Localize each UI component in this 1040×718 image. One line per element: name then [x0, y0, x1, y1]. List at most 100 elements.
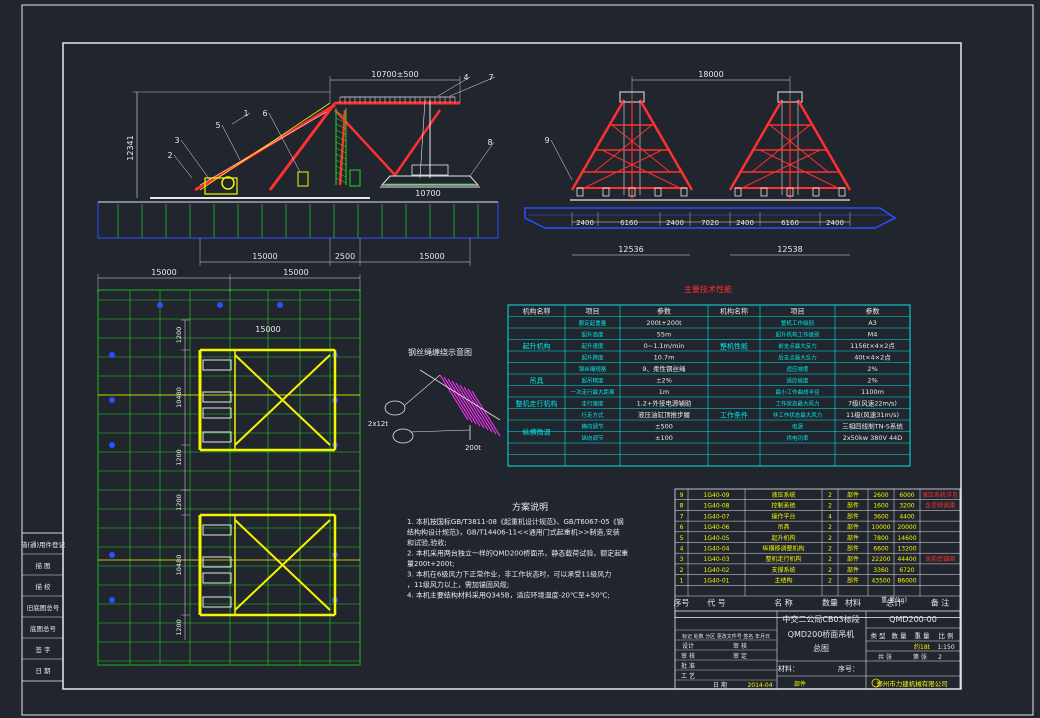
parts-header: 代 号 — [707, 598, 726, 608]
tech-item: 后支点最大反力 — [778, 354, 817, 362]
frame-trolley — [202, 407, 232, 419]
winch-title: 钢丝绳缠绕示意图 — [408, 347, 472, 357]
stamp-label: 描 图 — [35, 561, 50, 570]
parts-cell: 2 — [828, 524, 832, 531]
parts-cell: 14600 — [897, 535, 916, 542]
tower-diagonal — [769, 124, 829, 173]
tb-date-val: 2014-04 — [747, 682, 772, 689]
callout-leader — [173, 154, 193, 179]
callout-leader — [221, 124, 241, 161]
frame-trolley — [202, 556, 232, 568]
tech-value: 1156t×4×2点 — [850, 342, 895, 350]
plan-view: 15000 15000 15000 1200104801200120010480… — [97, 268, 361, 666]
tech-item: 走行速度 — [581, 400, 604, 408]
lattice-brace — [335, 159, 347, 166]
tech-header: 参数 — [657, 307, 671, 316]
stamp-label: 日 期 — [35, 667, 51, 675]
pier-marker — [109, 352, 115, 358]
tech-header: 机构名称 — [523, 307, 551, 316]
lattice-brace — [335, 111, 347, 118]
tb-sign-label: 批 准 — [681, 662, 695, 670]
lattice-brace — [335, 123, 347, 130]
tech-item: 电源 — [792, 423, 804, 431]
pier-marker — [109, 552, 115, 558]
tech-value: 液压油缸顶推步履 — [638, 410, 691, 419]
rope-strand — [455, 382, 485, 429]
scheme-notes: 方案说明 1. 本机按国标GB/T3811-08《起重机设计规范》、GB/T60… — [407, 501, 628, 600]
parts-cell: 86000 — [897, 578, 916, 585]
tech-value: ±100 — [655, 434, 673, 442]
parts-cell: 液压系统 — [771, 491, 795, 499]
dim-plan-top-right: 15000 — [283, 268, 308, 277]
tb-amount: 数 量 — [891, 631, 907, 640]
parts-cell: 部件 — [847, 566, 859, 574]
callout-leader — [469, 141, 495, 177]
dim-label: 1200 — [175, 327, 183, 344]
callout-number: 9 — [544, 136, 549, 145]
parts-cell: 2 — [828, 503, 832, 510]
dim-plan-top-left: 15000 — [151, 268, 176, 277]
parts-cell: 1G40-09 — [704, 492, 730, 499]
tower-diagonal — [759, 149, 839, 189]
tb-code: QMD200-00 — [889, 615, 937, 624]
lattice-brace — [335, 171, 347, 178]
rope-strand — [451, 380, 481, 427]
frame-x — [234, 519, 331, 611]
tb-sign-label: 工 艺 — [681, 672, 695, 680]
tech-value: 55m — [657, 331, 672, 339]
tb-part: 部件 — [794, 680, 806, 688]
pier-marker — [217, 302, 223, 308]
tech-header: 项目 — [586, 308, 600, 316]
callout-leader — [231, 112, 251, 125]
parts-cell: 6 — [680, 524, 684, 531]
parts-cell: 3600 — [873, 513, 888, 520]
tech-group: 纵横微调 — [523, 428, 551, 437]
tech-value: 9、柔性钢丝绳 — [642, 364, 686, 373]
parts-cell: 6720 — [899, 567, 914, 574]
top-railing — [339, 96, 456, 103]
parts-cell: 起升机构 — [771, 534, 795, 542]
tech-value: 7级(风速22m/s) — [848, 399, 897, 408]
lattice-brace — [335, 129, 347, 136]
tech-item: 起升高度 — [581, 331, 604, 339]
parts-header: 备 注 — [931, 598, 950, 608]
tech-item: 行走方式 — [581, 411, 604, 419]
rope-strand — [459, 384, 489, 431]
parts-weight-label: 重 量(kg) — [881, 596, 907, 604]
tech-item: 供电功率 — [786, 434, 809, 442]
parts-cell: 13200 — [897, 546, 916, 553]
lattice-brace — [335, 153, 347, 160]
tower-diagonal — [751, 124, 811, 173]
parts-cell: 6600 — [873, 546, 888, 553]
dim-span-mid: 2500 — [335, 252, 355, 261]
parts-cell: 2 — [828, 546, 832, 553]
tech-group: 吊具 — [530, 377, 544, 385]
scheme-line: 和试验,验收; — [407, 538, 447, 547]
dim-top-span: 10700±500 — [371, 70, 418, 79]
parts-cell: 1G40-05 — [704, 535, 730, 542]
tb-scale-val: 1:150 — [937, 644, 954, 651]
tb-sheets: 共 张 — [878, 653, 892, 661]
frame-trolley — [202, 391, 232, 403]
parts-cell: 20000 — [897, 524, 916, 531]
callout-leader — [449, 76, 496, 97]
inner-border — [62, 42, 962, 690]
parts-cell: 3200 — [899, 503, 914, 510]
dim-label: 6160 — [781, 219, 799, 227]
scheme-line: 2. 本机采用两台独立一样的QMD200桥面吊，静态载荷试验，额定起重 — [407, 549, 628, 558]
parts-cell: 纵横移调整机构 — [762, 545, 804, 553]
parts-cell: 2 — [828, 578, 832, 585]
elevation-view: 10700±500 12341 15000 2500 15000 10700 1… — [97, 70, 573, 266]
tower-leg — [570, 99, 626, 191]
parts-cell: 4 — [680, 546, 684, 553]
tb-type: 类 型 — [870, 631, 886, 640]
rope-strand — [443, 376, 473, 423]
parts-cell: 液压系统详见 — [922, 491, 958, 499]
tech-value: 1100m — [861, 388, 884, 396]
tower-diagonal — [601, 149, 681, 189]
parts-cell: 5 — [680, 535, 684, 542]
